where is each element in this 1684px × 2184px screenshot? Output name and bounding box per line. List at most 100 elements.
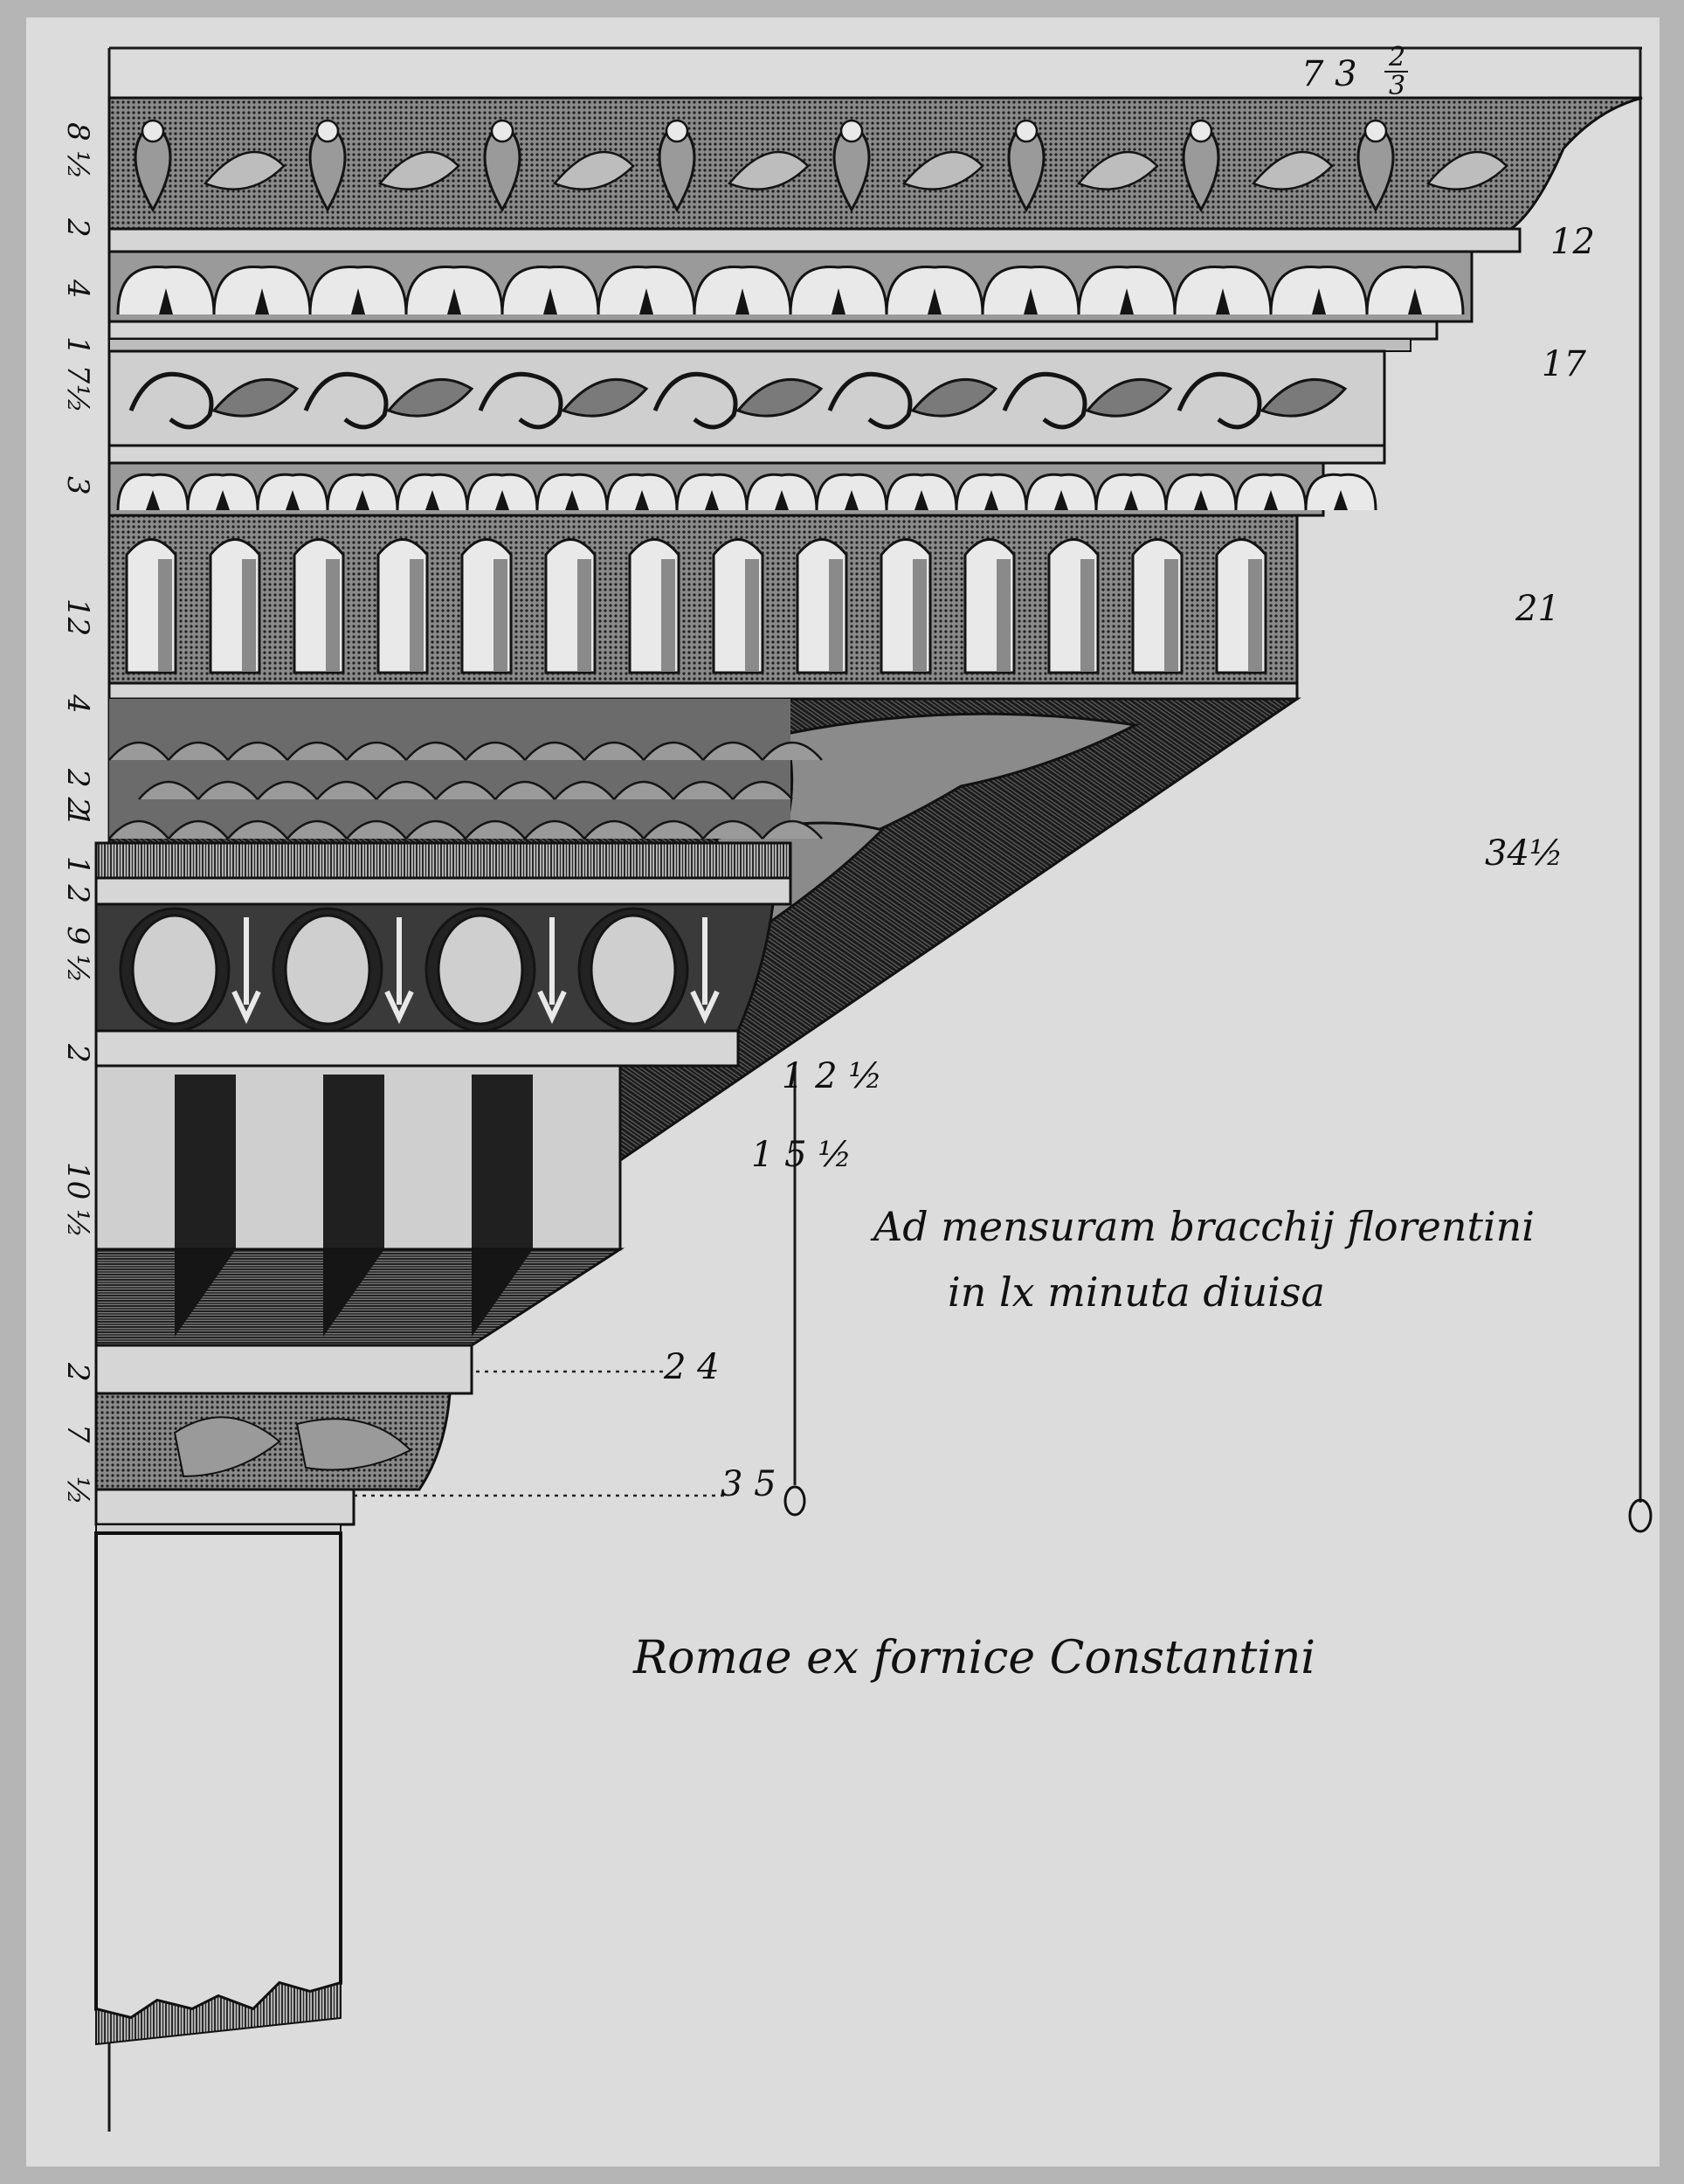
leaf-dart [914, 490, 928, 510]
dentil-underside [323, 1249, 384, 1337]
left-measure: 4 [60, 694, 95, 714]
scroll-volute [1002, 371, 1087, 430]
reeded-fillet [94, 841, 792, 880]
running-scroll-frieze [107, 349, 1386, 447]
left-measure: 2 [60, 1362, 95, 1382]
top-measure-frac-top: 2 [1388, 42, 1405, 73]
egg [284, 914, 371, 1026]
leaf-dart [351, 288, 365, 314]
inner-measure-35: 3 5 [721, 1464, 776, 1504]
dart [231, 917, 261, 1025]
dart [537, 917, 567, 1025]
scroll-leaf [561, 377, 649, 418]
scale [346, 741, 407, 761]
foliage-tendril [1425, 150, 1508, 190]
foliage-bud [1014, 119, 1039, 143]
leaf-dart [565, 490, 579, 510]
left-measure: 2 [60, 1043, 95, 1063]
leaf-dart [1312, 288, 1326, 314]
left-measure: 10 ½ [60, 1162, 95, 1238]
scale [494, 780, 556, 800]
scale [762, 819, 823, 840]
foliage-tendril [901, 150, 984, 190]
flute-shadow [1164, 559, 1178, 671]
foliage-bud [665, 119, 689, 143]
leaf-dart [1216, 288, 1230, 314]
scale [286, 741, 348, 761]
leaf-dart [286, 490, 300, 510]
foliage-bud [141, 119, 165, 143]
fillet-5 [107, 681, 1299, 701]
dentil-shadow [323, 1075, 384, 1249]
flute-shadow [410, 559, 424, 671]
abacus-fillet [94, 1488, 355, 1526]
scale [554, 780, 615, 800]
fluted-dentil-band [107, 514, 1299, 696]
flute-shadow [158, 559, 172, 671]
inner-plumb-bob [783, 1485, 806, 1517]
flute-shadow [661, 559, 675, 671]
fillet-4 [107, 444, 1386, 465]
scale [108, 741, 169, 761]
left-measure: 1 2 [60, 856, 95, 903]
leaf-dart [543, 288, 557, 314]
left-measure: 8 ½ [60, 122, 95, 179]
scale [465, 741, 526, 761]
foliage-tendril [727, 150, 810, 190]
scale [138, 780, 199, 800]
fillet-6 [94, 876, 792, 906]
scroll-leaf [1260, 377, 1348, 418]
top-measure-whole: 7 3 [1301, 54, 1357, 94]
leaf-dart [832, 288, 845, 314]
scale [108, 819, 169, 840]
scale [168, 819, 229, 840]
scroll-volute [1177, 371, 1262, 430]
dentil-underside [472, 1249, 533, 1337]
left-measure: ½ [60, 1476, 95, 1505]
leaf-moulding-lower [107, 461, 1377, 517]
leaf-dart [635, 490, 649, 510]
scale [435, 780, 496, 800]
left-measure: 3 [60, 476, 95, 495]
leaf-dart [735, 288, 749, 314]
leaf-dart [1264, 490, 1278, 510]
left-measure: 4 [60, 279, 95, 299]
leaf-dart [216, 490, 230, 510]
cyma-foliage-band [107, 96, 1643, 231]
scale [168, 741, 229, 761]
flute-shadow [577, 559, 591, 671]
inner-measure-12: 1 2 ½ [782, 1056, 882, 1096]
leaf-dart [928, 288, 942, 314]
right-measure-21: 21 [1515, 589, 1560, 629]
foliage-bud [490, 119, 514, 143]
leaf-dart [255, 288, 269, 314]
foliage-bud [1189, 119, 1213, 143]
scale [583, 741, 645, 761]
scroll-leaf [211, 377, 300, 418]
foliage-bud [839, 119, 864, 143]
fillet-3 [108, 338, 1411, 352]
flute-shadow [1248, 559, 1262, 671]
leaf-dart [705, 490, 719, 510]
leaf-dart [1054, 490, 1068, 510]
right-measure-34: 34½ [1485, 833, 1563, 874]
column-shaft [94, 1524, 342, 2046]
leaf-dart [984, 490, 998, 510]
leaf-dart [1334, 490, 1348, 510]
plate-title: Romae ex fornice Constantini [632, 1632, 1315, 1684]
scroll-volute [478, 371, 563, 430]
dentil-underside [175, 1249, 236, 1337]
scale [286, 819, 348, 840]
fillet-2 [107, 320, 1439, 341]
leaf-moulding-upper [107, 250, 1474, 323]
leaf-dart [355, 490, 369, 510]
leaf-dart [447, 288, 461, 314]
scale [613, 780, 674, 800]
scroll-volute [303, 371, 389, 430]
scale [257, 780, 318, 800]
egg-and-dart-band [94, 902, 775, 1033]
scale [643, 819, 704, 840]
caption-line-1: Ad mensuram bracchij florentini [870, 1203, 1535, 1250]
scale [702, 819, 763, 840]
